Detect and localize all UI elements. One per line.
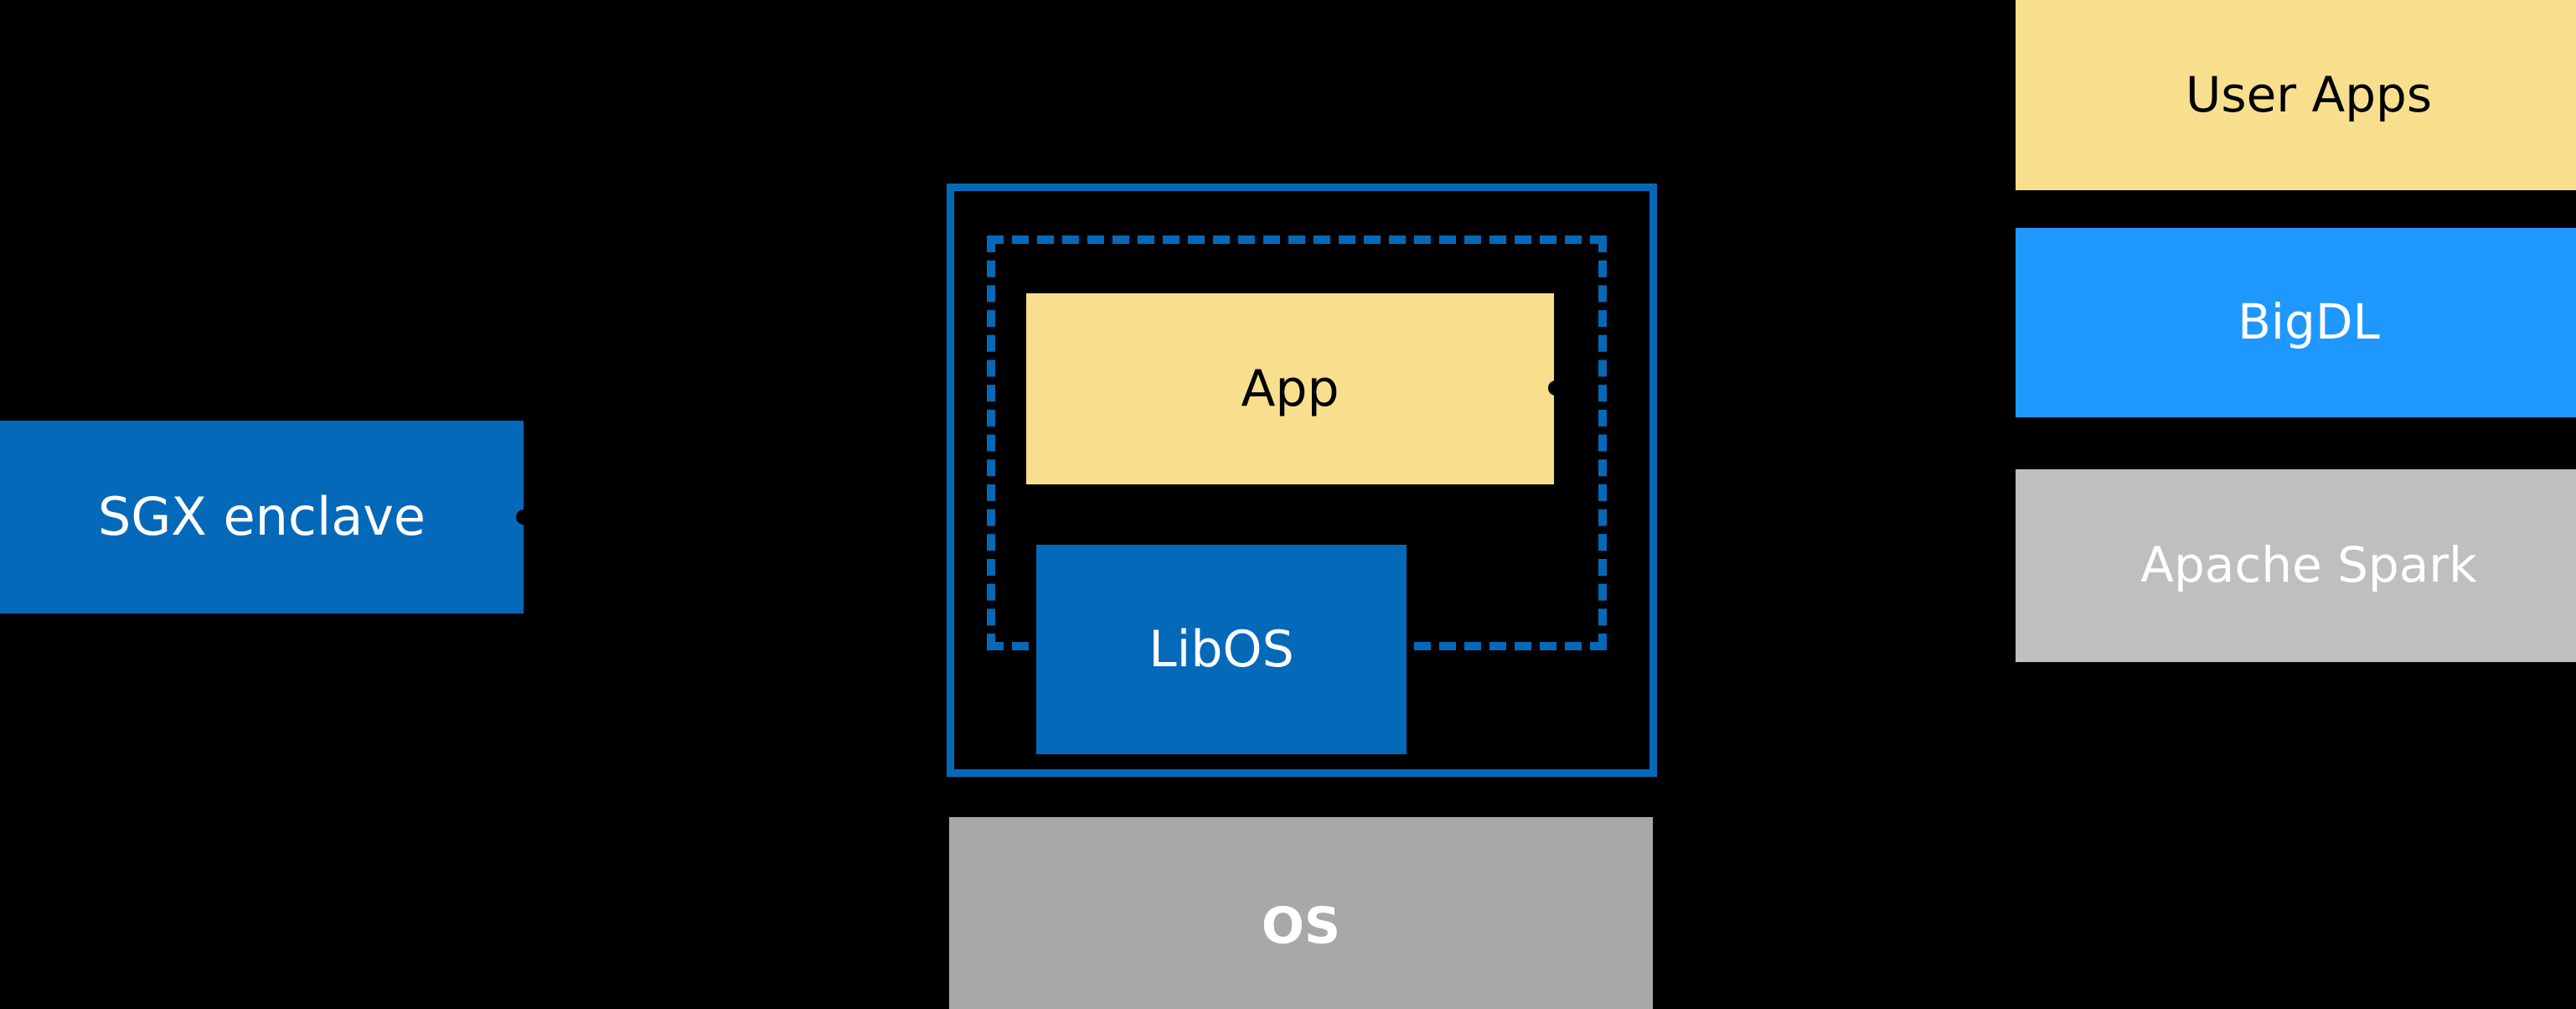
- apache-spark-label: Apache Spark: [2140, 536, 2477, 594]
- user-apps-box: User Apps: [2016, 0, 2576, 190]
- sgx-enclave-label: SGX enclave: [97, 485, 426, 547]
- bigdl-label: BigDL: [2238, 293, 2380, 351]
- app-box: App: [1026, 293, 1554, 484]
- os-label: OS: [1261, 897, 1341, 955]
- outer-enclave-boundary: [947, 184, 1657, 777]
- user-apps-label: User Apps: [2185, 65, 2433, 123]
- libos-label: LibOS: [1149, 620, 1294, 679]
- app-label: App: [1241, 360, 1340, 418]
- apache-spark-box: Apache Spark: [2016, 469, 2576, 662]
- libos-box: LibOS: [1036, 545, 1407, 754]
- sgx-connector-dot: [516, 510, 531, 525]
- sgx-enclave-box: SGX enclave: [0, 421, 524, 613]
- app-connector-dot: [1548, 380, 1563, 396]
- sgx-leader-line: [523, 478, 947, 520]
- bigdl-box: BigDL: [2016, 228, 2576, 417]
- os-box: OS: [949, 817, 1653, 1009]
